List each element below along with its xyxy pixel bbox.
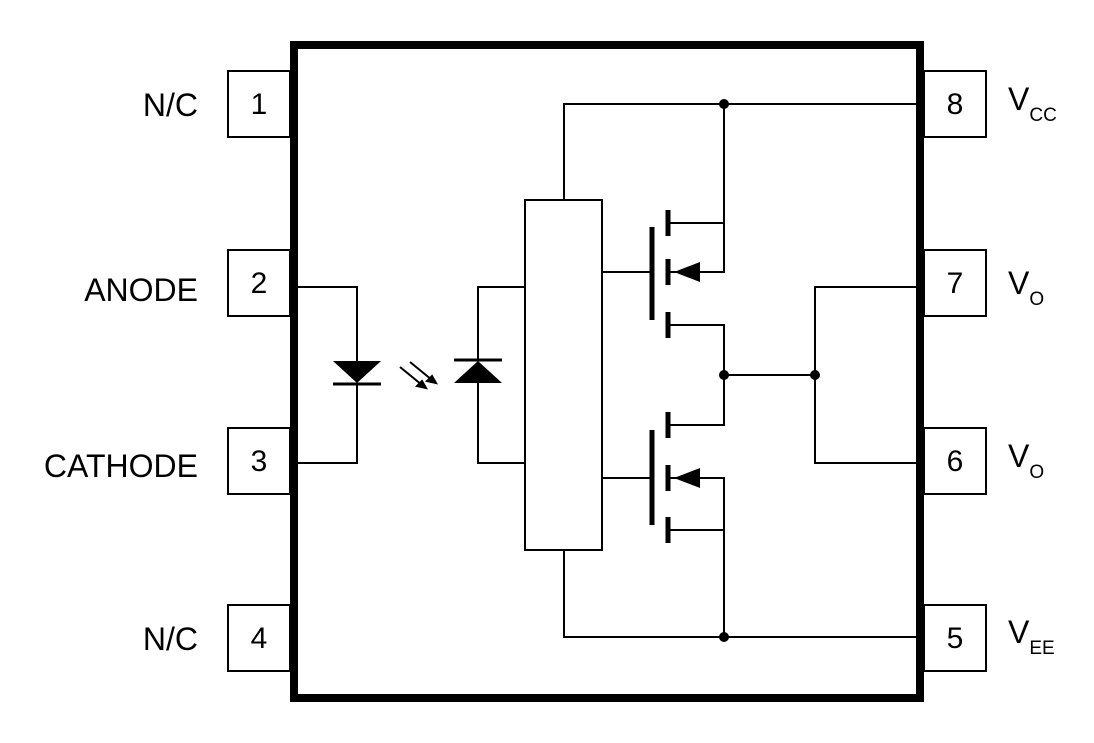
led-icon (333, 361, 381, 386)
output-junction-dot (719, 370, 729, 380)
pin-2-label: ANODE (84, 272, 198, 308)
pin-3: 3 CATHODE (44, 427, 291, 495)
pin-6-label: VO (1008, 438, 1044, 483)
pin-5-label: VEE (1008, 614, 1055, 659)
pin-2-box (227, 249, 291, 317)
circuit-wiring (294, 103, 920, 638)
pin-6-number: 6 (947, 445, 964, 478)
pin-4-number: 4 (251, 622, 268, 655)
pin-3-number: 3 (251, 445, 268, 478)
led-cathode-wire (294, 383, 358, 464)
vo-pins-wire (814, 286, 920, 464)
pin-1-number: 1 (251, 88, 268, 121)
pin-7-label-sub: O (1029, 289, 1044, 310)
pin-7: 7 VO (923, 249, 1044, 317)
pin-5: 5 VEE (923, 604, 1055, 672)
pin-6-box (923, 427, 987, 495)
pin-4-box (227, 604, 291, 672)
pin-7-number: 7 (947, 267, 964, 300)
pin-4-label: N/C (143, 621, 198, 657)
photodiode-top-wire (477, 286, 525, 361)
lower-fet-source-wire (668, 477, 725, 637)
photodiode-bottom-wire (477, 383, 525, 464)
pin-7-box (923, 249, 987, 317)
driver-amplifier-block (524, 199, 603, 551)
pin-7-label: VO (1008, 265, 1044, 310)
pin-6-label-sub: O (1029, 462, 1044, 483)
vee-junction-dot (719, 632, 729, 642)
pin-5-label-main: V (1008, 614, 1030, 650)
photodiode-icon (454, 358, 502, 383)
lower-nmos-transistor-icon (649, 412, 700, 543)
upper-fet-source-wire (668, 104, 725, 273)
pin-8-label-sub: CC (1029, 105, 1056, 126)
pin-5-label-sub: EE (1029, 638, 1054, 659)
pin-8-label: VCC (1008, 81, 1057, 126)
pin-7-label-main: V (1008, 265, 1030, 301)
pin-6-label-main: V (1008, 438, 1030, 474)
pin-5-number: 5 (947, 622, 964, 655)
pin-4: 4 N/C (143, 604, 291, 672)
light-emission-arrows-icon (399, 361, 438, 390)
vo-junction-dot (810, 370, 820, 380)
led-anode-wire (294, 286, 358, 361)
upper-pmos-transistor-icon (649, 210, 700, 338)
pin-3-box (227, 427, 291, 495)
pin-2-number: 2 (251, 267, 268, 300)
pin-5-box (923, 604, 987, 672)
pin-1: 1 N/C (143, 70, 291, 138)
pin-2: 2 ANODE (84, 249, 291, 317)
vcc-junction-dot (719, 99, 729, 109)
pin-3-label: CATHODE (44, 448, 198, 484)
pin-8-label-main: V (1008, 81, 1030, 117)
upper-fet-drain-wire (668, 324, 725, 426)
vcc-rail (563, 103, 920, 200)
pin-8-number: 8 (947, 88, 964, 121)
junction-dots (719, 99, 820, 642)
package-body (290, 41, 924, 702)
pin-1-box (227, 70, 291, 138)
pin-8-box (923, 70, 987, 138)
pin-1-label: N/C (143, 87, 198, 123)
pin-8: 8 VCC (923, 70, 1057, 138)
pin-6: 6 VO (923, 427, 1044, 495)
vee-rail (563, 550, 920, 638)
